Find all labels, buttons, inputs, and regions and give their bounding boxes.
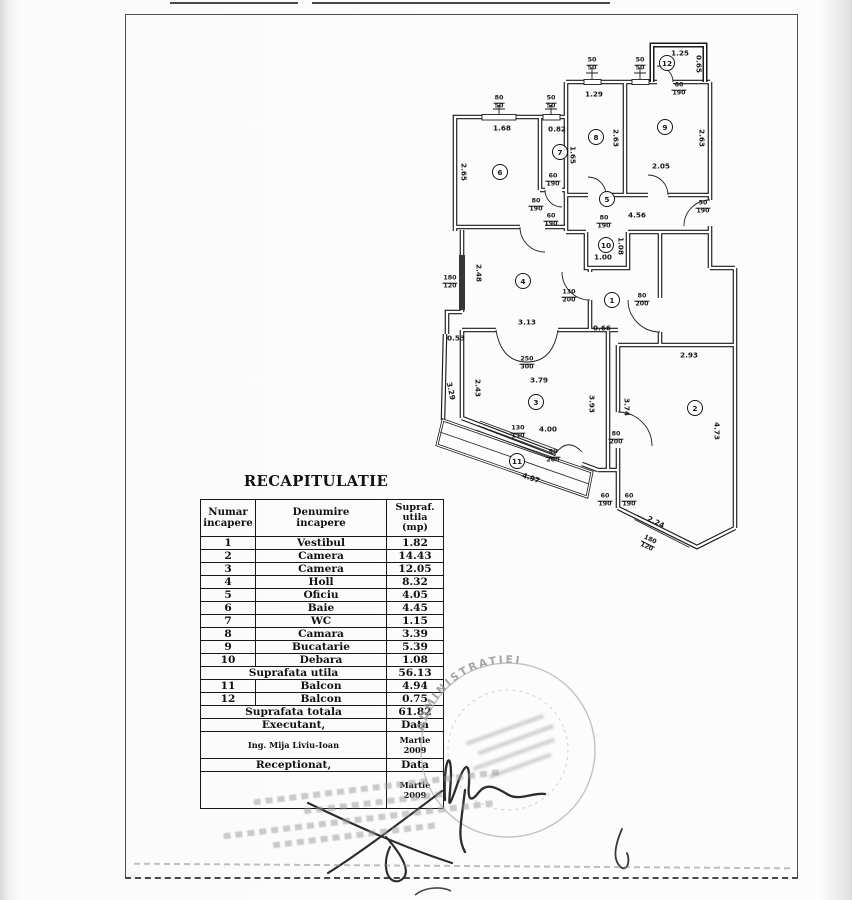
room-area-cell: 14.43: [386, 549, 444, 563]
recap-table: Numar incapere Denumire incapere Supraf.…: [200, 499, 444, 809]
diagonal-window-room3: [475, 420, 559, 460]
col-header-suprafata: Supraf. utila (mp): [386, 499, 444, 537]
room-number-cell: 5: [200, 588, 256, 602]
header-line: Denumire: [292, 506, 350, 519]
table-row: 1 Vestibul 1.82: [200, 536, 444, 550]
room-name-cell: Vestibul: [255, 536, 387, 550]
executant-date: Martie 2009: [386, 731, 444, 759]
table-row: 9 Bucatarie 5.39: [200, 640, 444, 654]
window-dark: [459, 255, 465, 310]
subtotal-row: Suprafata utila 56.13: [200, 666, 444, 680]
room-area-cell: 4.45: [386, 601, 444, 615]
header-line: Numar: [208, 506, 248, 519]
doors-group: [495, 65, 711, 454]
room-name-cell: Holl: [255, 575, 387, 589]
room-area-cell: 5.39: [386, 640, 444, 654]
room-number-cell: 10: [200, 653, 256, 667]
room-name-cell: Balcon: [255, 692, 387, 706]
header-line: Supraf.: [395, 502, 435, 513]
col-header-numar: Numar incapere: [200, 499, 256, 537]
table-row: 7 WC 1.15: [200, 614, 444, 628]
room-number-cell: 11: [200, 679, 256, 693]
receptionat-header-row: Receptionat, Data: [200, 758, 444, 772]
room-name-cell: WC: [255, 614, 387, 628]
table-row: 3 Camera 12.05: [200, 562, 444, 576]
room-area-cell: 0.75: [386, 692, 444, 706]
room-number-cell: 12: [200, 692, 256, 706]
scan-artifact-line: [170, 2, 298, 5]
room-area-cell: 12.05: [386, 562, 444, 576]
table-row: 10 Debara 1.08: [200, 653, 444, 667]
receptionat-label: Receptionat,: [200, 758, 387, 772]
table-row: 12 Balcon 0.75: [200, 692, 444, 706]
executant-label: Executant,: [200, 718, 387, 732]
executant-row: Ing. Mija Liviu-Ioan Martie 2009: [200, 731, 444, 759]
table-row: 8 Camara 3.39: [200, 627, 444, 641]
room-area-cell: 1.82: [386, 536, 444, 550]
room-name-cell: Camera: [255, 549, 387, 563]
room-number-cell: 1: [200, 536, 256, 550]
room-area-cell: 4.05: [386, 588, 444, 602]
room-name-cell: Baie: [255, 601, 387, 615]
room-name-cell: Camara: [255, 627, 387, 641]
page-curl-mark: [414, 887, 452, 896]
total-value: 61.82: [386, 705, 444, 719]
total-label: Suprafata totala: [200, 705, 387, 719]
room-number-cell: 7: [200, 614, 256, 628]
room-name-cell: Balcon: [255, 679, 387, 693]
subtotal-value: 56.13: [386, 666, 444, 680]
table-row: 4 Holl 8.32: [200, 575, 444, 589]
col-header-denumire: Denumire incapere: [255, 499, 387, 537]
room-number-cell: 3: [200, 562, 256, 576]
page-title: RECAPITULATIE: [243, 473, 389, 490]
room-number-cell: 6: [200, 601, 256, 615]
executant-name: Ing. Mija Liviu-Ioan: [200, 731, 387, 759]
page-frame: [125, 14, 798, 879]
room-area-cell: 4.94: [386, 679, 444, 693]
header-line: (mp): [402, 522, 428, 533]
room-name-cell: Camera: [255, 562, 387, 576]
floor-plan-svg: [435, 36, 755, 571]
table-row: 11 Balcon 4.94: [200, 679, 444, 693]
room-number-cell: 9: [200, 640, 256, 654]
room-area-cell: 1.08: [386, 653, 444, 667]
header-line: incapere: [203, 517, 253, 529]
table-header-row: Numar incapere Denumire incapere Supraf.…: [200, 499, 444, 537]
subtotal-label: Suprafata utila: [200, 666, 387, 680]
diagonal-window-room2: [634, 514, 693, 548]
executant-header-row: Executant, Data: [200, 718, 444, 732]
room-number-cell: 4: [200, 575, 256, 589]
data-label: Data: [386, 758, 444, 772]
room-name-cell: Bucatarie: [255, 640, 387, 654]
room-number-cell: 8: [200, 627, 256, 641]
scan-artifact-line: [312, 2, 610, 5]
data-label: Data: [386, 718, 444, 732]
table-row: 2 Camera 14.43: [200, 549, 444, 563]
room-area-cell: 8.32: [386, 575, 444, 589]
room-number-cell: 2: [200, 549, 256, 563]
room-area-cell: 1.15: [386, 614, 444, 628]
room-name-cell: Oficiu: [255, 588, 387, 602]
total-row: Suprafata totala 61.82: [200, 705, 444, 719]
room-name-cell: Debara: [255, 653, 387, 667]
header-line: utila: [402, 512, 428, 523]
header-line: incapere: [296, 517, 346, 529]
table-row: 5 Oficiu 4.05: [200, 588, 444, 602]
room-area-cell: 3.39: [386, 627, 444, 641]
table-row: 6 Baie 4.45: [200, 601, 444, 615]
